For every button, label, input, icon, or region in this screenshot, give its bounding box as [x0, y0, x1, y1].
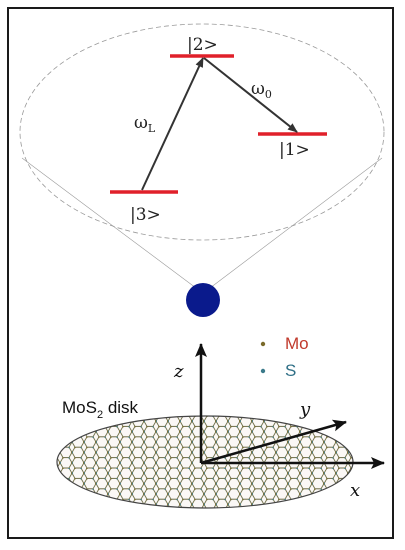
cavity-transition-arrow	[203, 57, 298, 133]
mo-legend-label: Mo	[285, 334, 309, 353]
mos2-disk	[56, 415, 354, 509]
s-legend-label: S	[285, 361, 296, 380]
y-axis	[200, 419, 347, 465]
mo-legend-dot	[260, 341, 266, 347]
x-axis-label: x	[350, 480, 360, 501]
zoom-cone	[19, 23, 385, 289]
quantum-dot	[186, 283, 220, 317]
s-legend-dot	[260, 368, 266, 374]
z-axis-label: z	[173, 361, 184, 382]
cavity-frequency-label: ω0	[251, 79, 272, 101]
laser-transition-arrow	[141, 57, 204, 191]
disk-label: MoS2 disk	[62, 398, 139, 421]
level-3-label: |3>	[130, 205, 161, 225]
level-1-label: |1>	[279, 140, 310, 160]
y-axis-label: y	[299, 399, 311, 420]
figure-frame	[7, 7, 394, 539]
level-2-label: |2>	[187, 35, 218, 55]
laser-frequency-label: ωL	[134, 113, 156, 135]
